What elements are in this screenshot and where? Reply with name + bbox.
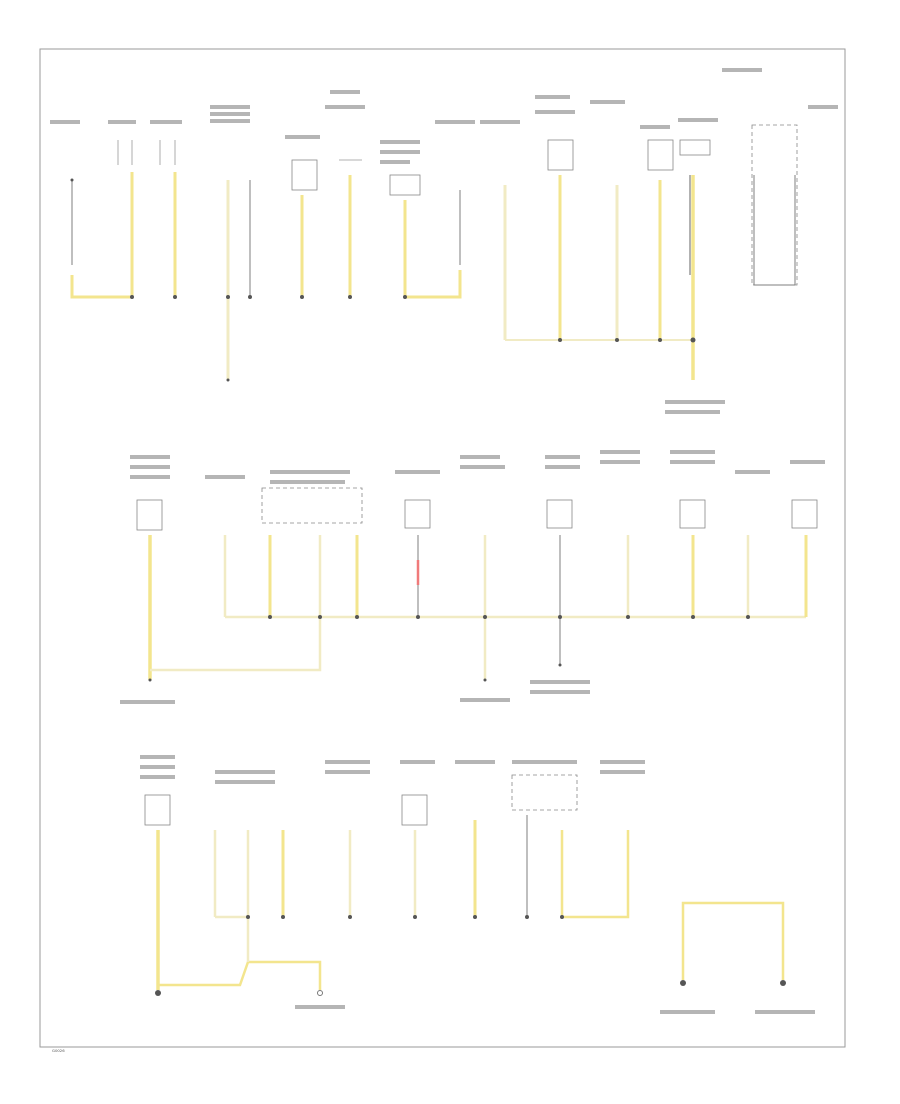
middle-ground-bus bbox=[223, 487, 818, 682]
component-onboard-control-module bbox=[226, 180, 252, 382]
component-interface-control-module bbox=[389, 174, 462, 299]
component-emergency-call-unit bbox=[339, 159, 362, 299]
component-emergency-battery bbox=[291, 159, 318, 299]
footer-code: G0026 bbox=[52, 1048, 65, 1053]
label-marks-top bbox=[50, 68, 838, 414]
component-power-switch bbox=[751, 124, 798, 286]
diagram-border bbox=[39, 48, 846, 1048]
component-power-distribution-pair bbox=[680, 901, 786, 986]
component-group-right bbox=[503, 139, 711, 380]
label-marks-bottom bbox=[140, 755, 815, 1014]
component-bottom-misc bbox=[348, 774, 630, 919]
component-telephone-amplifier bbox=[159, 140, 177, 299]
section-top bbox=[50, 68, 838, 414]
component-bottom-left-module bbox=[144, 794, 323, 996]
component-emergency-call-switch bbox=[70, 178, 132, 299]
section-bottom bbox=[140, 755, 815, 1014]
component-cellular-telephone bbox=[117, 140, 134, 299]
section-middle bbox=[120, 450, 825, 704]
label-marks-middle bbox=[120, 450, 825, 704]
component-left-module-middle bbox=[136, 499, 322, 682]
component-bottom-control-unit bbox=[213, 830, 285, 962]
